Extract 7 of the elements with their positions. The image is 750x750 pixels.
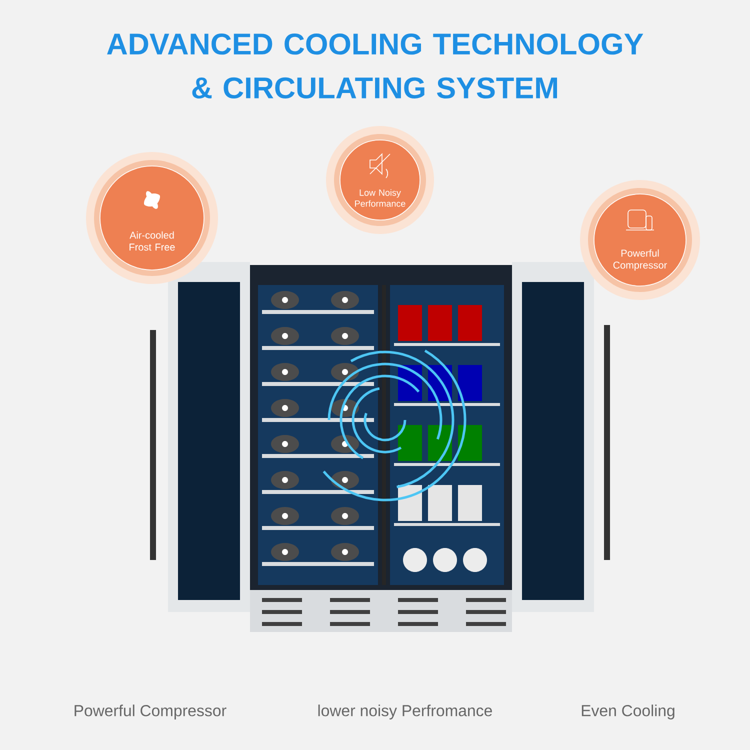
title: ADVANCED COOLING TECHNOLOGY & CIRCULATING SYSTEM xyxy=(107,34,644,98)
feature-caption: lower noisy Perfromance xyxy=(318,704,492,720)
feature-caption: Even Cooling xyxy=(582,704,674,720)
feature-badge: Low Noisy Performance xyxy=(326,126,434,234)
feature-badge: Powerful Compressor xyxy=(580,180,700,300)
feature-badge: Air-cooled Frost Free xyxy=(86,152,218,284)
feature-caption: Powerful Compressor xyxy=(74,704,226,720)
